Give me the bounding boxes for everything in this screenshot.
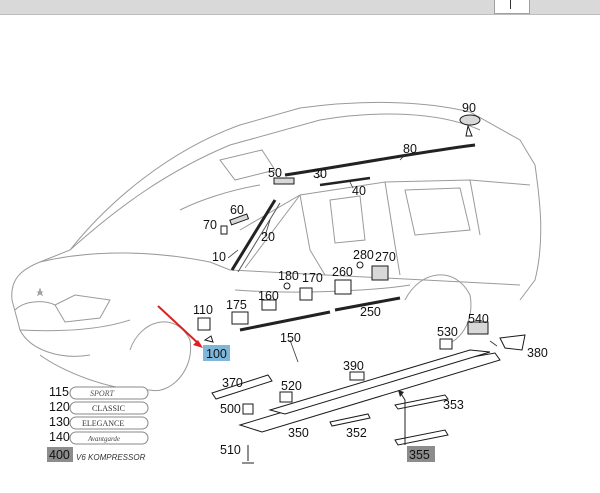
clip-110: [197, 317, 211, 331]
part-label-180: 180: [278, 269, 299, 283]
emblem-number-140: 140: [49, 430, 70, 444]
clip-380: [499, 334, 526, 351]
red-pointer-arrowhead: [193, 340, 203, 348]
clip-270: [371, 265, 389, 281]
roof-molding-30: [319, 176, 371, 187]
emblem-plate-120: [69, 401, 149, 415]
emblem-plate-130: [69, 416, 149, 430]
part-label-270: 270: [375, 250, 396, 264]
part-label-355: 355: [409, 448, 430, 462]
part-label-20: 20: [261, 230, 275, 244]
part-label-280: 280: [353, 248, 374, 262]
a-pillar-trim-10: [230, 199, 281, 273]
clip-175: [231, 311, 249, 325]
emblem-badge-v6-kompressor: V6 KOMPRESSOR: [76, 453, 146, 462]
emblem-badge-classic: CLASSIC: [92, 404, 125, 413]
pointer-arrow-355: [399, 391, 406, 445]
emblem-number-400: 400: [49, 448, 70, 462]
text-caret: [510, 0, 511, 9]
clip-170: [299, 287, 313, 301]
part-label-60: 60: [230, 203, 244, 217]
part-label-100-highlight: [203, 345, 230, 361]
top-toolbar: [0, 0, 600, 15]
part-label-260: 260: [332, 265, 353, 279]
clip-50: [273, 177, 295, 185]
clip-390: [349, 371, 365, 381]
part-label-370: 370: [222, 376, 243, 390]
clip-280: [356, 261, 364, 269]
emblem-plate-140: [69, 431, 149, 445]
part-label-353: 353: [443, 398, 464, 412]
clip-180: [283, 282, 291, 290]
sill-trim-353: [394, 394, 449, 410]
emblem-list: 115 SPORT 120 CLASSIC 130 ELEGANCE 140 A…: [47, 385, 149, 462]
part-label-530: 530: [437, 325, 458, 339]
part-label-40: 40: [352, 184, 366, 198]
part-label-30: 30: [313, 167, 327, 181]
emblem-badge-sport: SPORT: [90, 389, 115, 398]
part-label-150: 150: [280, 331, 301, 345]
sill-trim-355: [394, 429, 449, 446]
part-label-90: 90: [462, 101, 476, 115]
antenna-90: [459, 114, 481, 137]
part-label-50: 50: [268, 166, 282, 180]
clip-510: [242, 445, 254, 464]
part-label-510: 510: [220, 443, 241, 457]
part-label-170: 170: [302, 271, 323, 285]
side-sill-panel: [238, 349, 501, 433]
leader-lines: [227, 154, 498, 363]
part-label-160: 160: [258, 289, 279, 303]
brand-star-emblem: [36, 287, 44, 297]
part-label-175: 175: [226, 298, 247, 312]
clip-520: [279, 391, 293, 403]
emblem-number-120: 120: [49, 400, 70, 414]
part-label-390: 390: [343, 359, 364, 373]
clip-60: [229, 213, 250, 226]
part-label-80: 80: [403, 142, 417, 156]
clip-70: [220, 225, 228, 235]
part-label-540: 540: [468, 312, 489, 326]
part-label-70: 70: [203, 218, 217, 232]
sill-trim-352: [329, 413, 371, 427]
part-label-250: 250: [360, 305, 381, 319]
part-label-355-highlight: [407, 446, 435, 462]
door-molding-250: [334, 296, 401, 312]
clip-540: [467, 321, 489, 335]
clip-160: [261, 299, 277, 311]
emblem-number-400-highlight: [47, 447, 73, 462]
bracket-370: [211, 374, 273, 400]
part-label-350: 350: [288, 426, 309, 440]
page-input[interactable]: [494, 0, 530, 14]
emblem-number-115: 115: [49, 385, 69, 399]
clip-260: [334, 279, 352, 295]
part-label-380: 380: [527, 346, 548, 360]
door-molding-150: [239, 310, 331, 332]
part-label-352: 352: [346, 426, 367, 440]
roof-rail-80: [284, 143, 476, 177]
part-label-10: 10: [212, 250, 226, 264]
emblem-number-130: 130: [49, 415, 70, 429]
clip-500: [242, 403, 254, 415]
clip-100: [203, 335, 214, 343]
pointer-arrowhead-355: [398, 390, 404, 397]
part-label-110: 110: [193, 303, 213, 317]
part-label-520: 520: [281, 379, 302, 393]
emblem-badge-elegance: ELEGANCE: [82, 419, 124, 428]
part-label-100: 100: [206, 347, 227, 361]
part-label-500: 500: [220, 402, 241, 416]
emblem-plate-115: [69, 386, 149, 400]
emblem-badge-avantgarde: Avantgarde: [87, 435, 120, 443]
clip-530: [439, 338, 453, 350]
red-pointer-arrow: [157, 305, 201, 346]
